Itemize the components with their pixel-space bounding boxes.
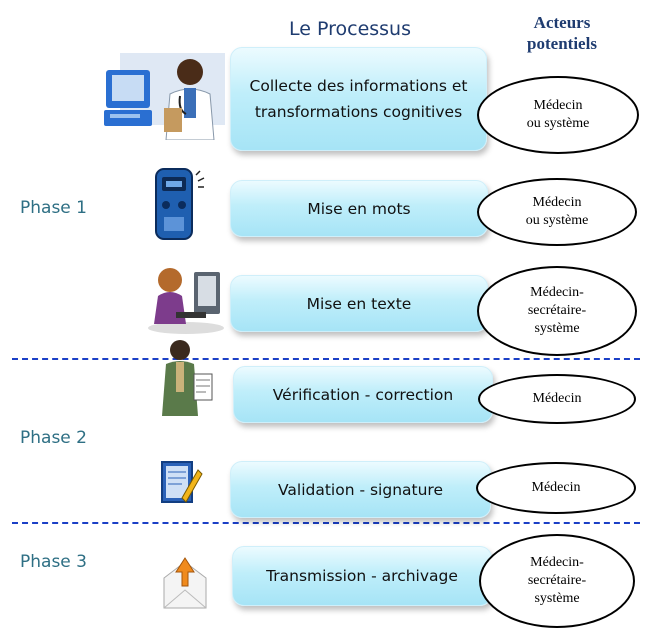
typist-icon <box>146 262 226 334</box>
actor-ellipse-transmission: Médecin- secrétaire- système <box>479 534 635 628</box>
actor-texte-line2: secrétaire- <box>527 303 587 318</box>
actor-collecte-line1: Médecin <box>533 98 583 113</box>
step-transmission-label: Transmission - archivage <box>266 567 458 585</box>
step-collecte-line2: transformations cognitives <box>254 103 463 121</box>
dictaphone-icon <box>150 165 210 245</box>
actor-transmission-line1: Médecin- <box>530 555 584 570</box>
step-transmission-box: Transmission - archivage <box>232 546 492 606</box>
phase-3-label: Phase 3 <box>20 552 87 572</box>
actor-texte-line3: système <box>534 321 580 336</box>
step-collecte-line1: Collecte des informations et <box>249 77 468 95</box>
actors-header-line2: potentiels <box>527 34 597 53</box>
step-validation-box: Validation - signature <box>230 461 491 518</box>
actor-collecte-line2: ou système <box>526 116 590 131</box>
phase-separator-2 <box>12 522 640 524</box>
actor-transmission-line3: système <box>534 591 580 606</box>
actor-ellipse-verification: Médecin <box>478 374 636 424</box>
actor-verification-text: Médecin <box>532 391 582 406</box>
step-validation-label: Validation - signature <box>278 480 443 499</box>
actor-ellipse-mise-en-texte: Médecin- secrétaire- système <box>477 266 637 356</box>
step-mise-en-mots-label: Mise en mots <box>307 199 411 218</box>
doctor-computer-icon <box>100 48 230 141</box>
actor-ellipse-mise-en-mots: Médecin ou système <box>477 178 637 246</box>
actors-header: Acteurs potentiels <box>502 12 622 54</box>
phase-1-label: Phase 1 <box>20 198 87 218</box>
step-mise-en-texte-label: Mise en texte <box>306 294 412 313</box>
process-title: Le Processus <box>289 18 411 40</box>
mail-icon <box>160 548 210 614</box>
step-mise-en-texte-box: Mise en texte <box>230 275 488 332</box>
actor-texte-line1: Médecin- <box>530 285 584 300</box>
actor-mots-line2: ou système <box>525 213 589 228</box>
actor-ellipse-validation: Médecin <box>476 462 636 514</box>
actor-validation-text: Médecin <box>531 480 581 495</box>
signature-icon <box>158 456 204 508</box>
actor-mots-line1: Médecin <box>532 195 582 210</box>
actor-ellipse-collecte: Médecin ou système <box>477 76 639 154</box>
reviewer-icon <box>152 338 218 418</box>
step-verification-label: Vérification - correction <box>272 385 454 404</box>
step-mise-en-mots-box: Mise en mots <box>230 180 488 237</box>
actor-transmission-line2: secrétaire- <box>527 573 587 588</box>
phase-2-label: Phase 2 <box>20 428 87 448</box>
phase-separator-1 <box>12 358 640 360</box>
step-verification-box: Vérification - correction <box>233 366 493 423</box>
step-collecte-box: Collecte des informations et transformat… <box>230 47 487 151</box>
actors-header-line1: Acteurs <box>533 13 591 32</box>
